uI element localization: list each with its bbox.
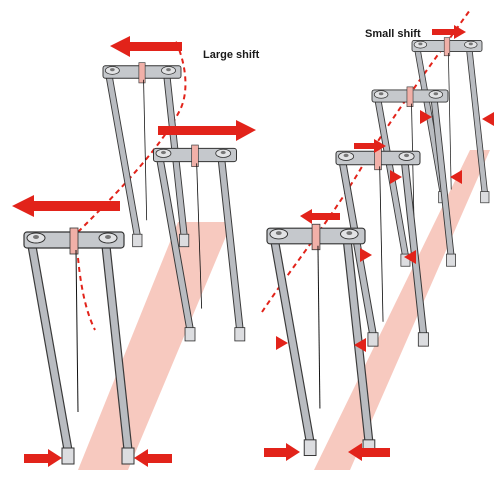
side-marker-5: [360, 248, 372, 262]
side-marker-7: [276, 336, 288, 350]
side-marker-2: [482, 112, 494, 126]
floor-strip-right: [314, 150, 490, 470]
shift-arrow-back-left: [110, 36, 182, 57]
push-arrow-bottom-right-a: [264, 443, 300, 461]
push-arrow-bottom-left-b: [134, 449, 172, 467]
small-shift-label: Small shift: [365, 28, 421, 40]
floor-strip-left: [78, 222, 232, 470]
large-shift-panel: Large shift: [12, 36, 260, 470]
side-marker-3: [390, 170, 402, 184]
small-shift-arrow-3: [300, 209, 340, 224]
large-shift-label: Large shift: [203, 49, 260, 61]
push-arrow-bottom-left-a: [24, 449, 62, 467]
small-shift-panel: Small shift: [262, 10, 494, 470]
small-shift-arrow-1: [432, 25, 466, 39]
shift-arrow-front-left: [12, 195, 120, 217]
